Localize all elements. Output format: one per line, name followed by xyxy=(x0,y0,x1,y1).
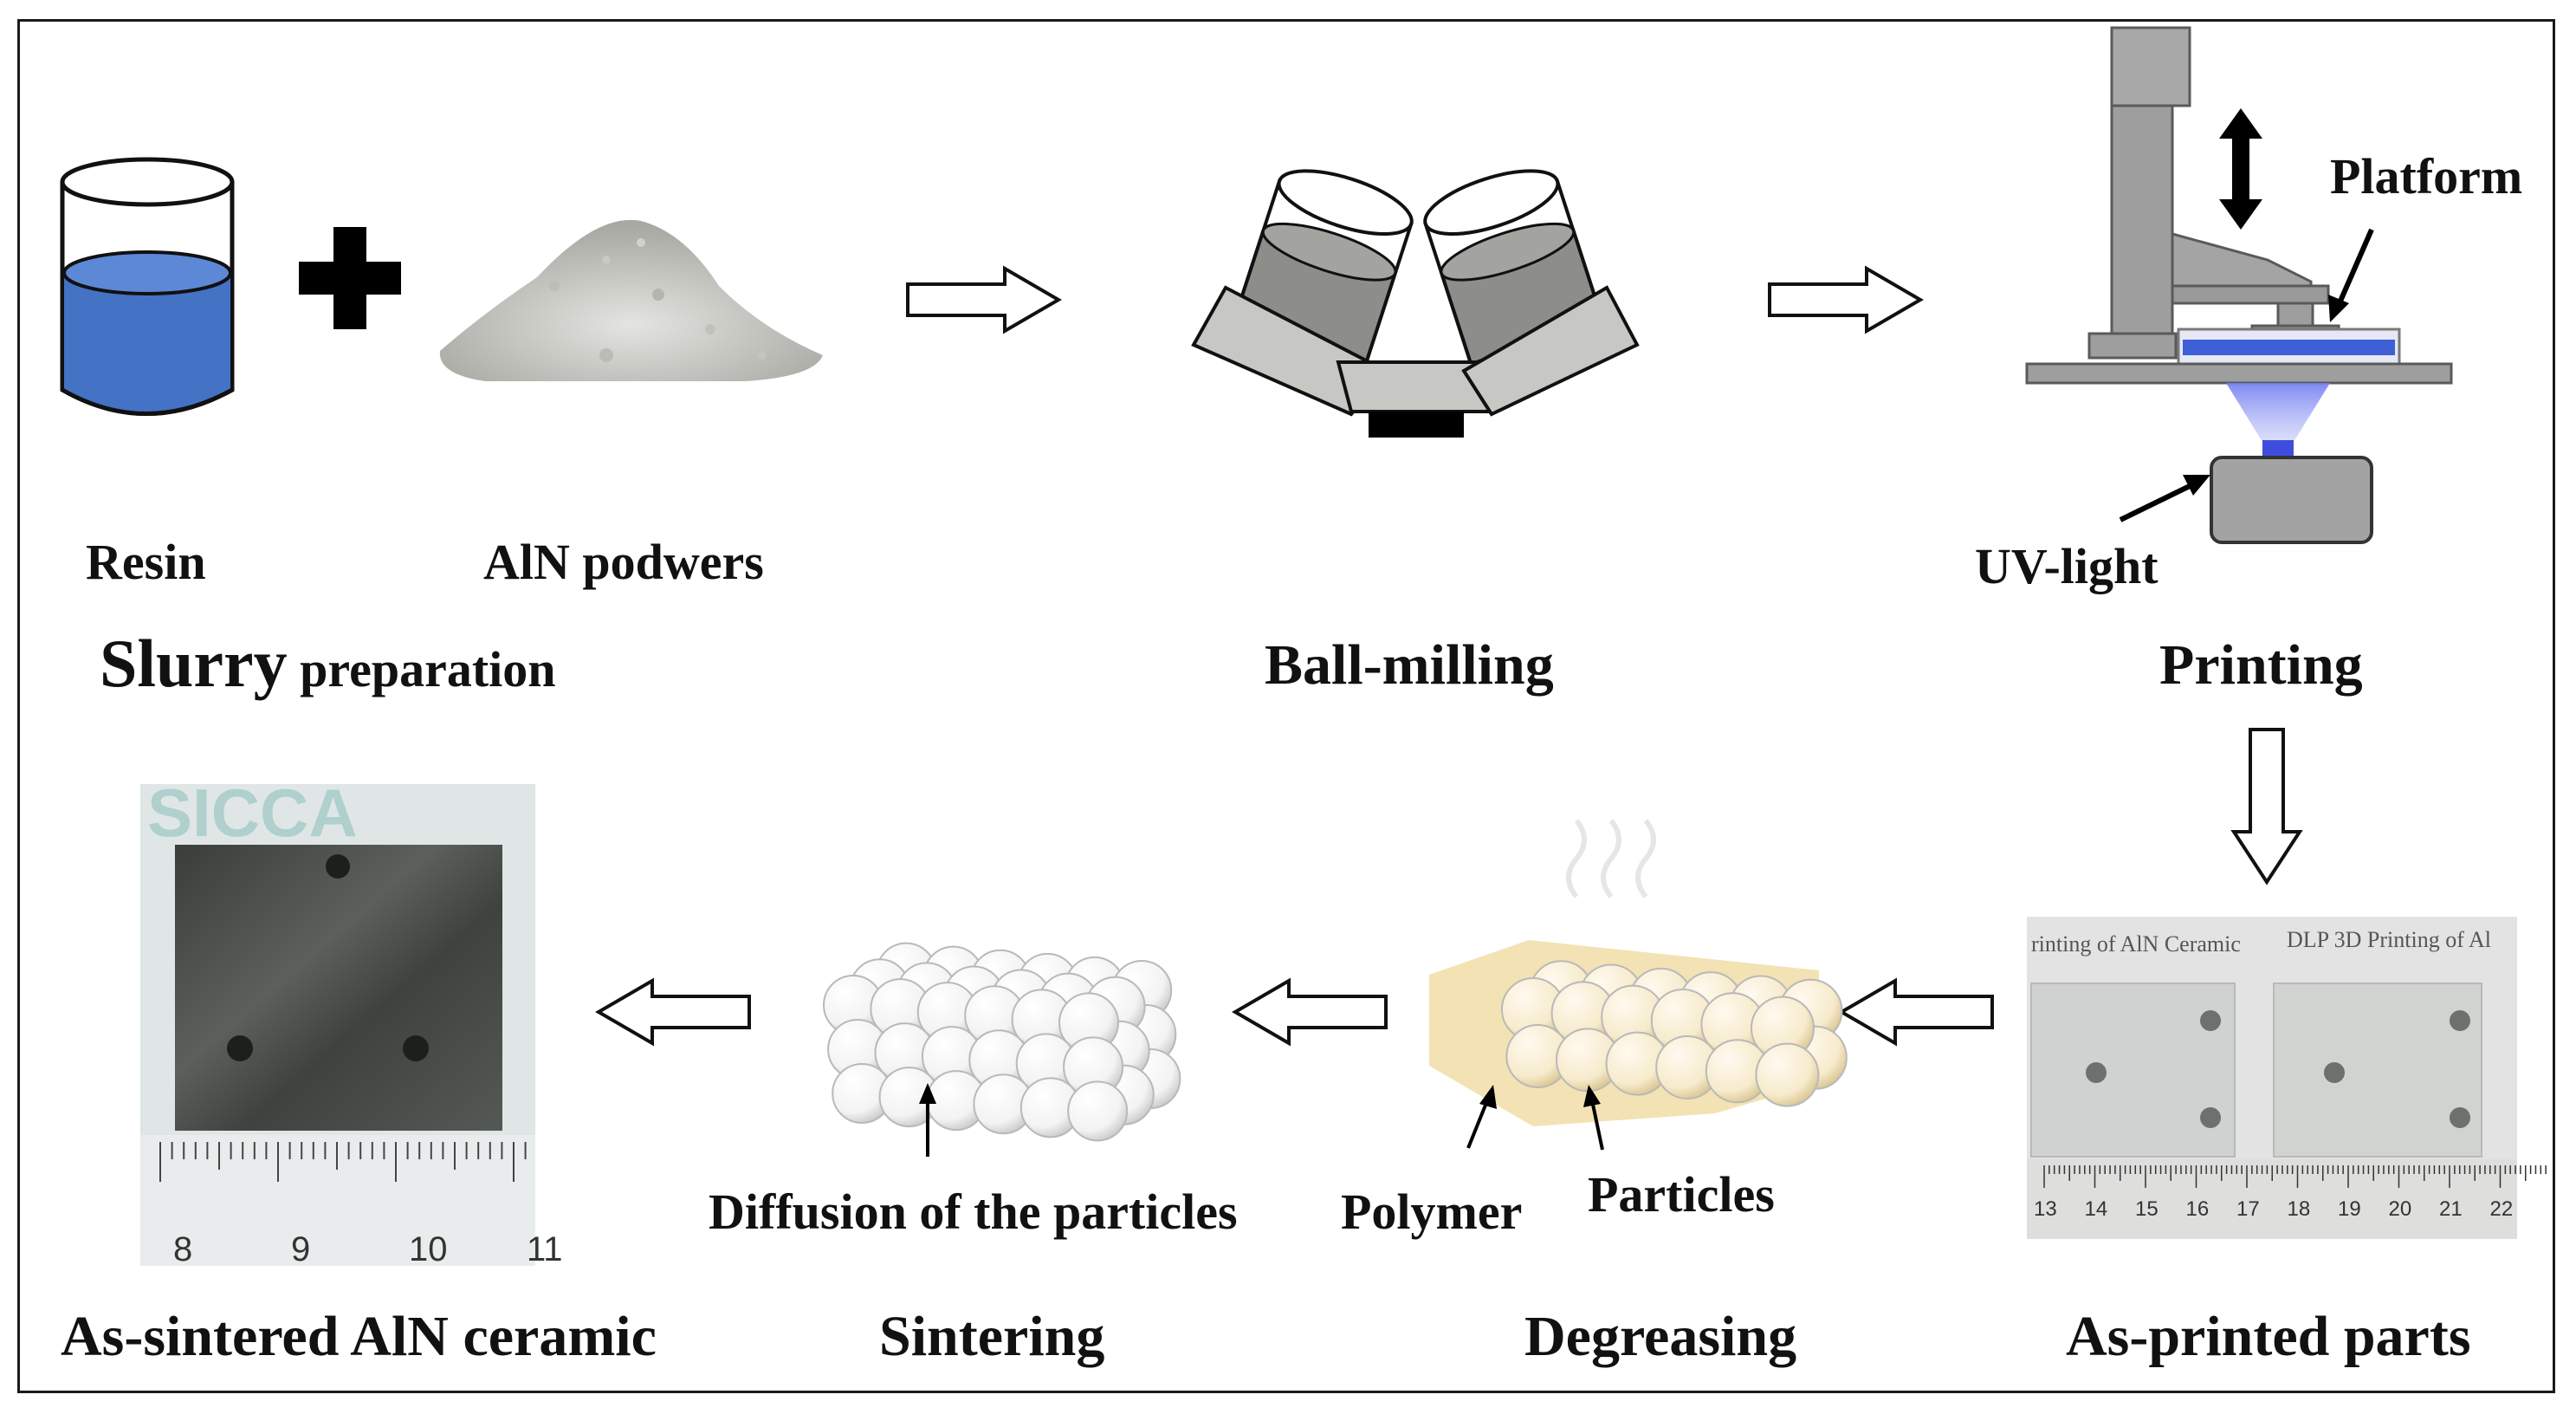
degreasing-label: Degreasing xyxy=(1524,1305,1797,1368)
particle-sphere xyxy=(1067,1080,1129,1142)
ruler-number: 16 xyxy=(2186,1197,2210,1221)
ruler-number: 9 xyxy=(291,1230,310,1268)
ruler-number: 13 xyxy=(2034,1197,2057,1221)
particle-sphere xyxy=(1755,1042,1820,1107)
ruler-number: 18 xyxy=(2288,1197,2311,1221)
arrow-down xyxy=(2230,728,2303,885)
svg-text:SICCA: SICCA xyxy=(147,775,358,851)
plus-icon xyxy=(299,227,401,329)
particles-label: Particles xyxy=(1588,1166,1775,1223)
arrow-right-1 xyxy=(906,265,1062,334)
ruler-number: 8 xyxy=(173,1230,192,1268)
degreasing-block xyxy=(1429,819,1848,1151)
figure-frame xyxy=(17,19,2555,1393)
uv-light-label: UV-light xyxy=(1975,538,2159,594)
ruler-number: 11 xyxy=(527,1230,563,1268)
printing-label: Printing xyxy=(2159,633,2363,697)
as-printed-label: As-printed parts xyxy=(2066,1305,2471,1368)
ruler-number: 17 xyxy=(2236,1197,2260,1221)
polymer-label: Polymer xyxy=(1341,1184,1523,1240)
slurry-preparation-label: Slurry preparation xyxy=(100,630,556,697)
ruler-as-printed: 13 14 15 16 17 18 19 20 21 22 xyxy=(2034,1165,2547,1221)
arrow-left-2 xyxy=(1232,977,1388,1047)
ruler-number: 21 xyxy=(2439,1197,2463,1221)
ruler-number: 19 xyxy=(2338,1197,2361,1221)
ruler-number: 10 xyxy=(409,1230,448,1268)
as-printed-photo: rinting of AlN Ceramic DLP 3D Printing o… xyxy=(2027,917,2547,1239)
arrow-left-1 xyxy=(1838,977,1994,1047)
as-sintered-photo: SICCA 8 9 10 11 xyxy=(140,775,563,1268)
diffusion-label: Diffusion of the particles xyxy=(709,1184,1238,1240)
ruler-number: 14 xyxy=(2085,1197,2108,1221)
as-sintered-label: As-sintered AlN ceramic xyxy=(61,1305,657,1368)
photo-caption-right: DLP 3D Printing of Al xyxy=(2287,927,2491,952)
arrow-left-3 xyxy=(595,977,751,1047)
dlp-printer xyxy=(2025,26,2453,544)
sintering-block xyxy=(823,942,1181,1157)
slurry-word: Slurry xyxy=(100,626,288,701)
resin-beaker xyxy=(60,157,235,416)
ruler-number: 15 xyxy=(2135,1197,2159,1221)
aln-powder-pile xyxy=(439,219,823,381)
arrow-right-2 xyxy=(1768,265,1924,334)
ruler-as-sintered: 8 9 10 11 xyxy=(159,1142,563,1268)
aln-powders-label: AlN podwers xyxy=(483,534,764,590)
ball-mill xyxy=(1191,169,1640,438)
ruler-number: 22 xyxy=(2490,1197,2514,1221)
ball-milling-label: Ball-milling xyxy=(1265,633,1554,697)
sintering-label: Sintering xyxy=(879,1305,1105,1368)
platform-label: Platform xyxy=(2330,148,2523,204)
preparation-word: preparation xyxy=(287,641,556,697)
photo-caption-left: rinting of AlN Ceramic xyxy=(2031,931,2241,957)
resin-label: Resin xyxy=(86,534,206,590)
ruler-number: 20 xyxy=(2389,1197,2412,1221)
